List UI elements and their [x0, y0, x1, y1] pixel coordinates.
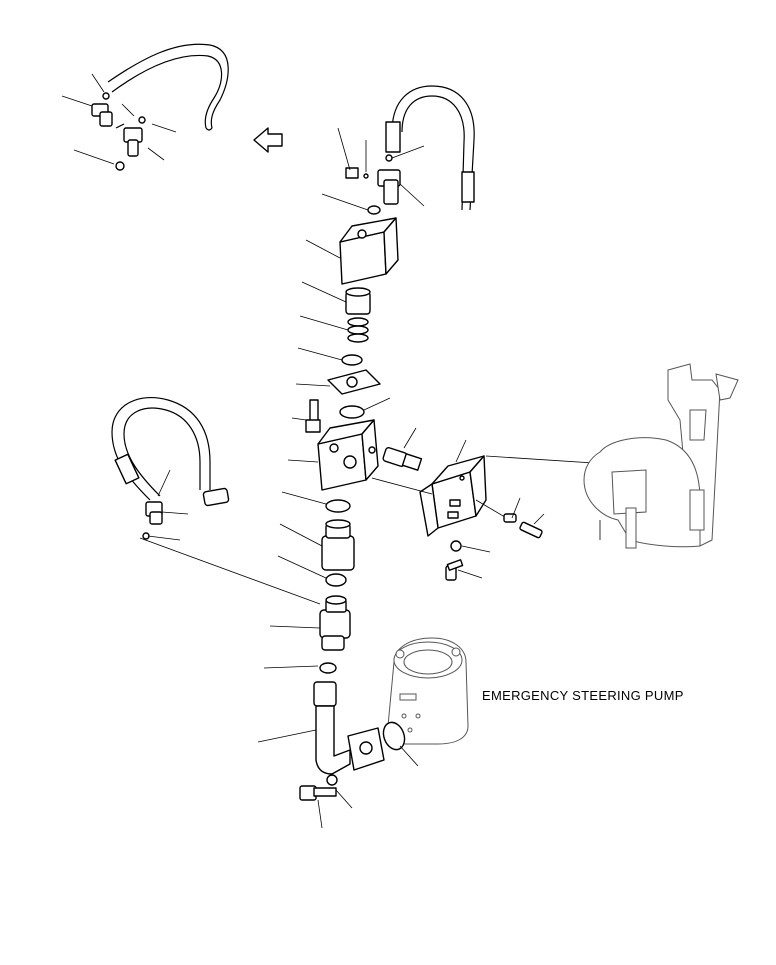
o-ring-3 — [281, 491, 351, 513]
pump-o-ring — [382, 721, 419, 767]
top-left-tee-fitting — [115, 116, 146, 171]
top-right-leaders — [321, 127, 425, 211]
top-right-fittings — [345, 154, 401, 215]
pump-caption: EMERGENCY STEERING PUMP — [482, 688, 684, 703]
valve-block-top — [305, 217, 399, 285]
left-hose — [111, 396, 230, 507]
emergency-steering-pump — [387, 637, 469, 745]
o-ring-2 — [339, 397, 391, 419]
main-valve-block — [287, 419, 379, 491]
long-connection-line — [139, 537, 321, 605]
tube-flange-bolt — [299, 774, 353, 829]
top-right-hose — [385, 85, 475, 211]
adapter-fitting-1 — [279, 519, 355, 571]
tube-elbow — [257, 681, 385, 775]
top-left-hose-detail — [107, 43, 229, 131]
direction-arrow-icon — [253, 127, 283, 153]
pressure-switch — [382, 427, 423, 471]
flange-plate — [295, 369, 381, 395]
machine-frame — [583, 363, 739, 549]
plug — [301, 281, 371, 315]
top-left-leaders — [61, 73, 177, 165]
left-elbow-fitting — [142, 469, 189, 541]
bracket-bolts — [445, 497, 545, 581]
o-ring-5 — [263, 662, 337, 674]
o-ring-4 — [277, 555, 347, 587]
adapter-fitting-2 — [269, 595, 351, 651]
top-left-elbow-fitting — [91, 92, 113, 127]
o-ring-1 — [297, 347, 363, 366]
spring — [299, 315, 369, 343]
small-bolt — [291, 399, 321, 433]
